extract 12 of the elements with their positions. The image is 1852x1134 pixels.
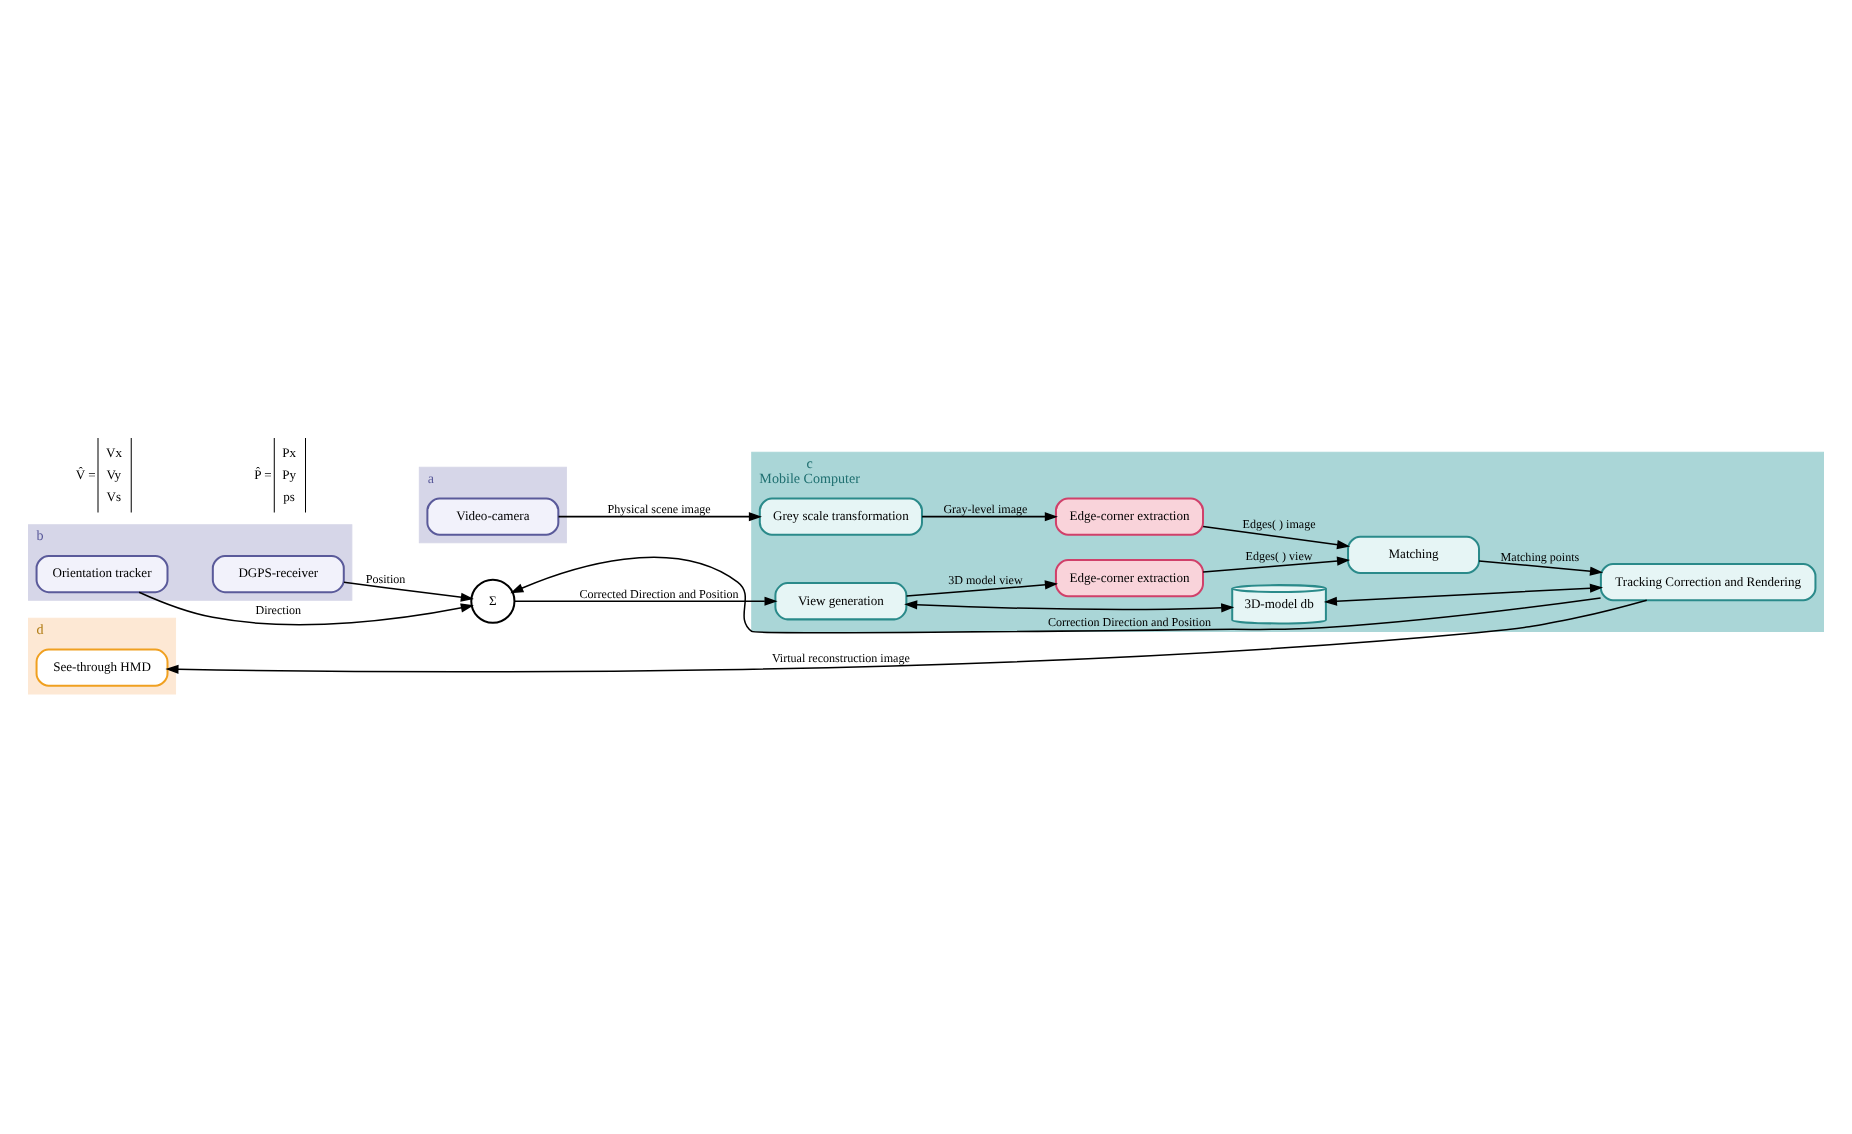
arrow [557,511,762,521]
arrow [1478,559,1604,575]
arrow [921,511,1058,521]
arrow [1202,555,1351,572]
arrow [138,590,474,625]
arrow [343,580,474,601]
arrow [1202,524,1351,549]
arrow [905,579,1058,596]
arrow [904,599,1235,612]
arrow [513,595,778,605]
arrow [165,598,1648,673]
arrow [1323,582,1604,605]
